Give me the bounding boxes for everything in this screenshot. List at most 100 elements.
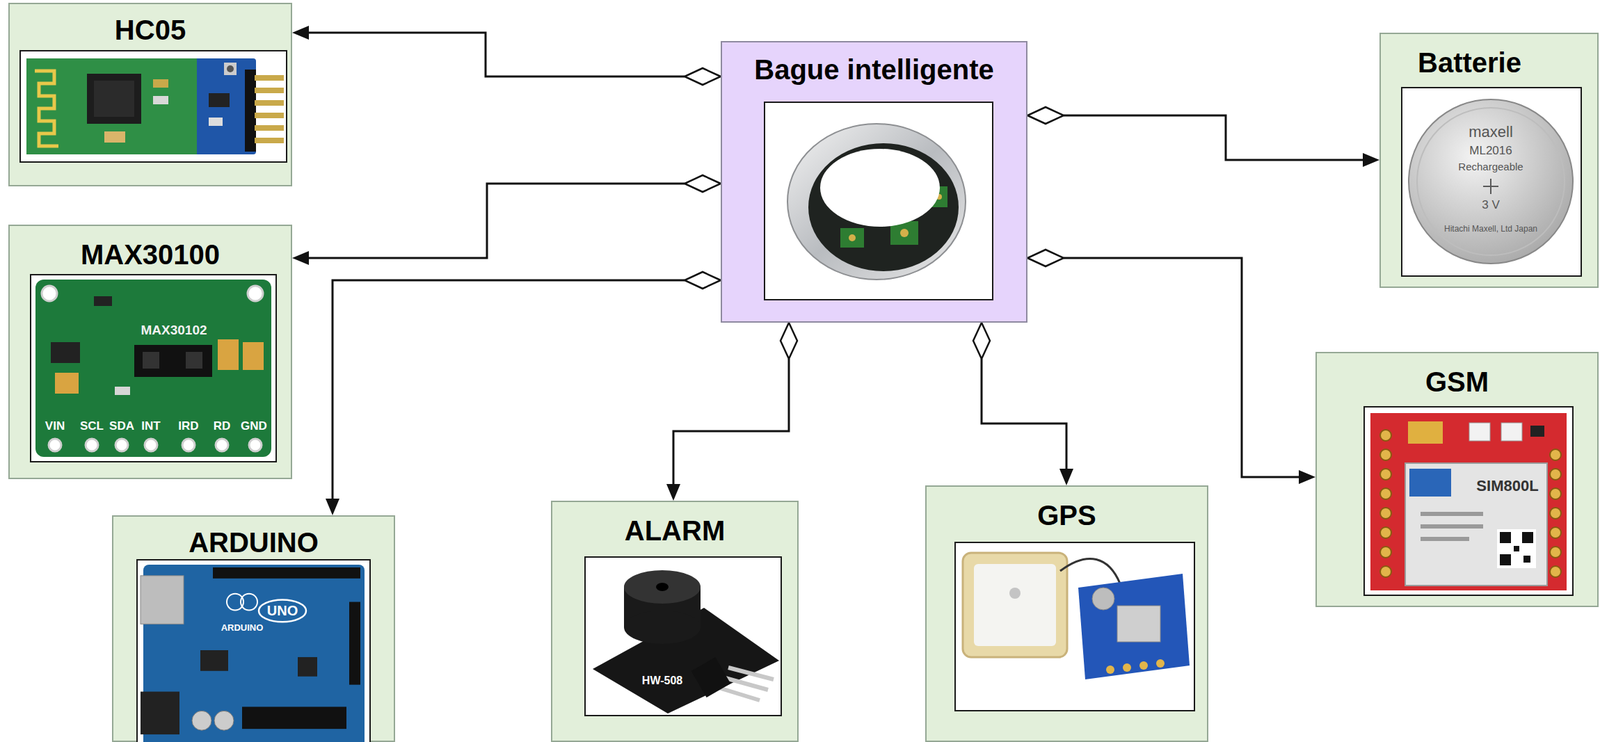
photo-frame: UNOARDUINO bbox=[136, 559, 371, 742]
aggregation-diamond bbox=[780, 322, 798, 359]
drawing-part bbox=[104, 131, 126, 143]
drawing-part bbox=[26, 58, 197, 155]
drawing-part bbox=[224, 62, 237, 76]
drawing-part bbox=[1523, 555, 1531, 563]
drawing-part bbox=[254, 87, 284, 94]
printed-label: Rechargeable bbox=[1458, 160, 1523, 173]
drawing-part bbox=[1549, 507, 1562, 519]
drawing-part bbox=[1499, 532, 1511, 544]
drawing-part bbox=[1380, 507, 1392, 519]
drawing-part bbox=[153, 79, 169, 88]
connector-line bbox=[981, 358, 1067, 469]
drawing-part bbox=[134, 345, 213, 378]
drawing-part bbox=[848, 234, 856, 242]
drawing-part bbox=[86, 73, 142, 124]
drawing-part bbox=[1370, 413, 1567, 591]
drawing-part bbox=[26, 58, 256, 155]
drawing-part bbox=[200, 650, 229, 672]
drawing-part bbox=[215, 438, 229, 452]
drawing-part bbox=[1549, 488, 1562, 500]
drawing-part bbox=[144, 438, 158, 452]
drawing-part bbox=[1417, 107, 1565, 256]
box-title: ARDUINO bbox=[188, 526, 319, 559]
drawing-part bbox=[185, 352, 203, 369]
drawing-part bbox=[1420, 524, 1484, 529]
drawing-part bbox=[208, 117, 223, 126]
bluetooth-module-drawing bbox=[20, 51, 286, 162]
drawing-part bbox=[217, 339, 239, 371]
connector bbox=[325, 272, 721, 516]
drawing-part bbox=[50, 342, 80, 364]
drawing-part bbox=[1078, 573, 1190, 680]
drawing-part bbox=[787, 123, 966, 280]
drawing-part bbox=[728, 667, 774, 680]
photo-frame: maxellML2016Rechargeable3 VHitachi Maxel… bbox=[1401, 86, 1582, 277]
drawing-part bbox=[1380, 468, 1392, 480]
drawing-part bbox=[624, 570, 701, 604]
aggregation-diamond bbox=[684, 68, 721, 85]
drawing-part bbox=[900, 228, 909, 238]
printed-label: INT bbox=[141, 419, 160, 434]
drawing-part bbox=[349, 602, 361, 686]
drawing-part bbox=[34, 70, 59, 147]
printed-label: HW-508 bbox=[642, 674, 683, 688]
drawing-part bbox=[1380, 488, 1392, 500]
drawing-part bbox=[962, 553, 1068, 658]
box-title: GPS bbox=[1037, 499, 1096, 532]
printed-label: SDA bbox=[109, 419, 135, 434]
drawing-part bbox=[1408, 421, 1443, 444]
drawing-part bbox=[1499, 554, 1511, 566]
drawing-part bbox=[1469, 422, 1491, 442]
drawing-part bbox=[1497, 529, 1536, 569]
drawing-part bbox=[1530, 425, 1545, 437]
component-box: ALARM HW-508 bbox=[550, 500, 799, 742]
connector-line bbox=[1063, 258, 1299, 478]
drawing-part bbox=[48, 438, 62, 452]
drawing-part bbox=[1513, 546, 1520, 552]
arrow-head bbox=[325, 498, 340, 516]
drawing-part bbox=[115, 438, 128, 452]
drawing-part bbox=[691, 657, 732, 698]
arrow-head bbox=[1059, 468, 1074, 486]
drawing-part bbox=[192, 710, 212, 731]
printed-label: UNO bbox=[267, 603, 298, 620]
box-title: GSM bbox=[1425, 365, 1489, 398]
drawing-part bbox=[114, 386, 131, 396]
drawing-part bbox=[1380, 449, 1392, 461]
drawing-part bbox=[1501, 422, 1523, 442]
box-title: MAX30100 bbox=[80, 238, 220, 271]
arduino-board-drawing bbox=[137, 560, 370, 742]
drawing-part bbox=[153, 96, 169, 105]
connector-line bbox=[308, 32, 685, 77]
arrow-head bbox=[1298, 470, 1316, 485]
drawing-part bbox=[1549, 449, 1562, 461]
drawing-part bbox=[242, 706, 347, 730]
box-title: ALARM bbox=[624, 514, 725, 547]
drawing-part bbox=[93, 80, 135, 117]
arrow-head bbox=[292, 25, 309, 40]
arrow-head bbox=[666, 484, 681, 501]
printed-label: Hitachi Maxell, Ltd Japan bbox=[1444, 224, 1538, 235]
drawing-part bbox=[249, 438, 262, 452]
drawing-part bbox=[254, 137, 284, 144]
aggregation-diamond bbox=[684, 272, 721, 289]
drawing-part bbox=[1408, 99, 1573, 264]
connector bbox=[292, 175, 721, 266]
printed-label: ML2016 bbox=[1469, 144, 1512, 158]
drawing-part bbox=[1483, 185, 1499, 188]
connector bbox=[1027, 249, 1316, 485]
drawing-part bbox=[297, 657, 318, 677]
printed-label: SCL bbox=[80, 419, 104, 434]
drawing-part bbox=[1420, 512, 1484, 517]
aggregation-diamond bbox=[684, 175, 721, 192]
drawing-part bbox=[1122, 663, 1132, 672]
printed-label: SIM800L bbox=[1476, 477, 1539, 495]
drawing-part bbox=[1380, 429, 1392, 442]
box-title: Batterie bbox=[1417, 46, 1522, 79]
aggregation-diamond bbox=[973, 322, 990, 359]
connector bbox=[292, 25, 721, 85]
component-box: GPS bbox=[925, 485, 1209, 742]
printed-label: GND bbox=[240, 419, 268, 434]
printed-label: IRD bbox=[178, 419, 199, 434]
